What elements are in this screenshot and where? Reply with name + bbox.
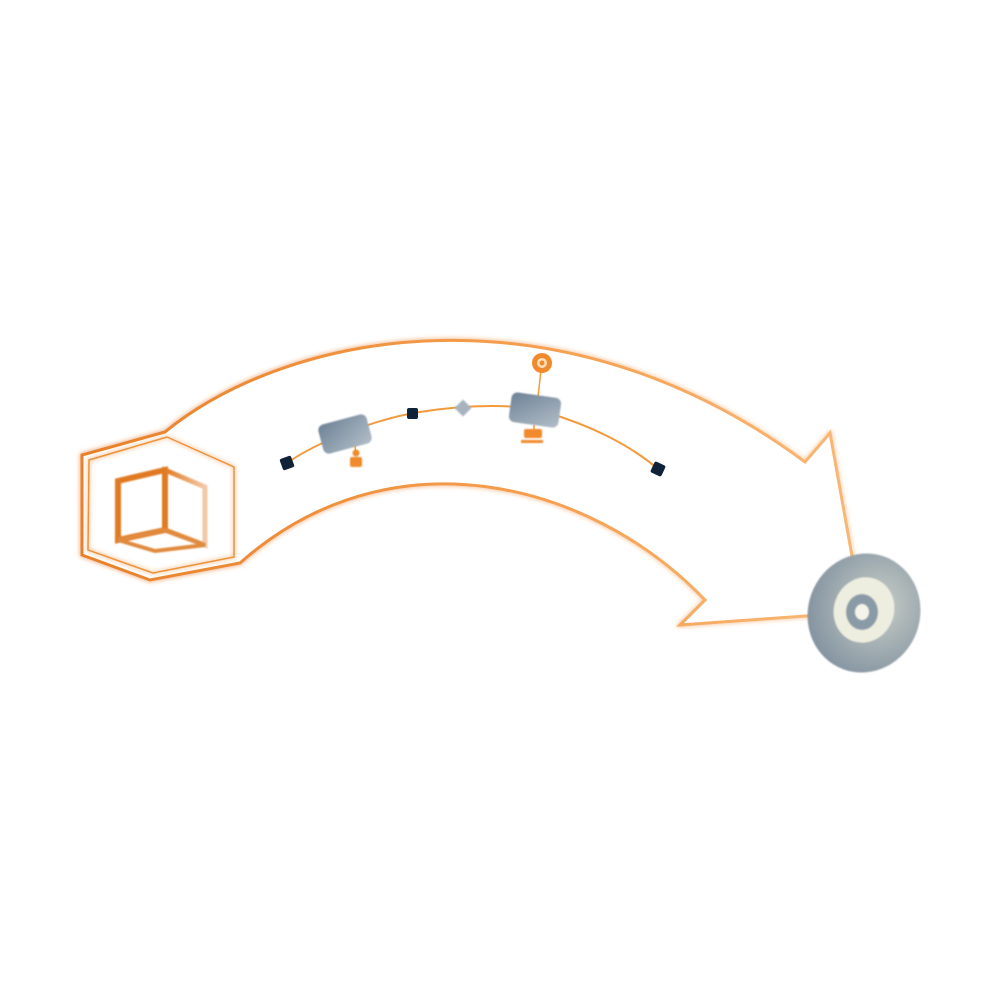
computer-icon bbox=[521, 429, 543, 443]
step-node-end[interactable] bbox=[650, 461, 666, 477]
server-card-icon[interactable] bbox=[508, 392, 562, 429]
source-hexagon bbox=[87, 436, 235, 574]
step-node-middle[interactable] bbox=[407, 408, 418, 419]
location-pin-icon bbox=[532, 353, 552, 373]
cube-icon bbox=[115, 466, 208, 554]
robot-icon bbox=[350, 449, 362, 467]
step-node-start[interactable] bbox=[279, 455, 295, 471]
server-card-icon[interactable] bbox=[317, 413, 373, 455]
target-icon bbox=[807, 553, 921, 673]
diamond-node-icon[interactable] bbox=[454, 399, 472, 417]
